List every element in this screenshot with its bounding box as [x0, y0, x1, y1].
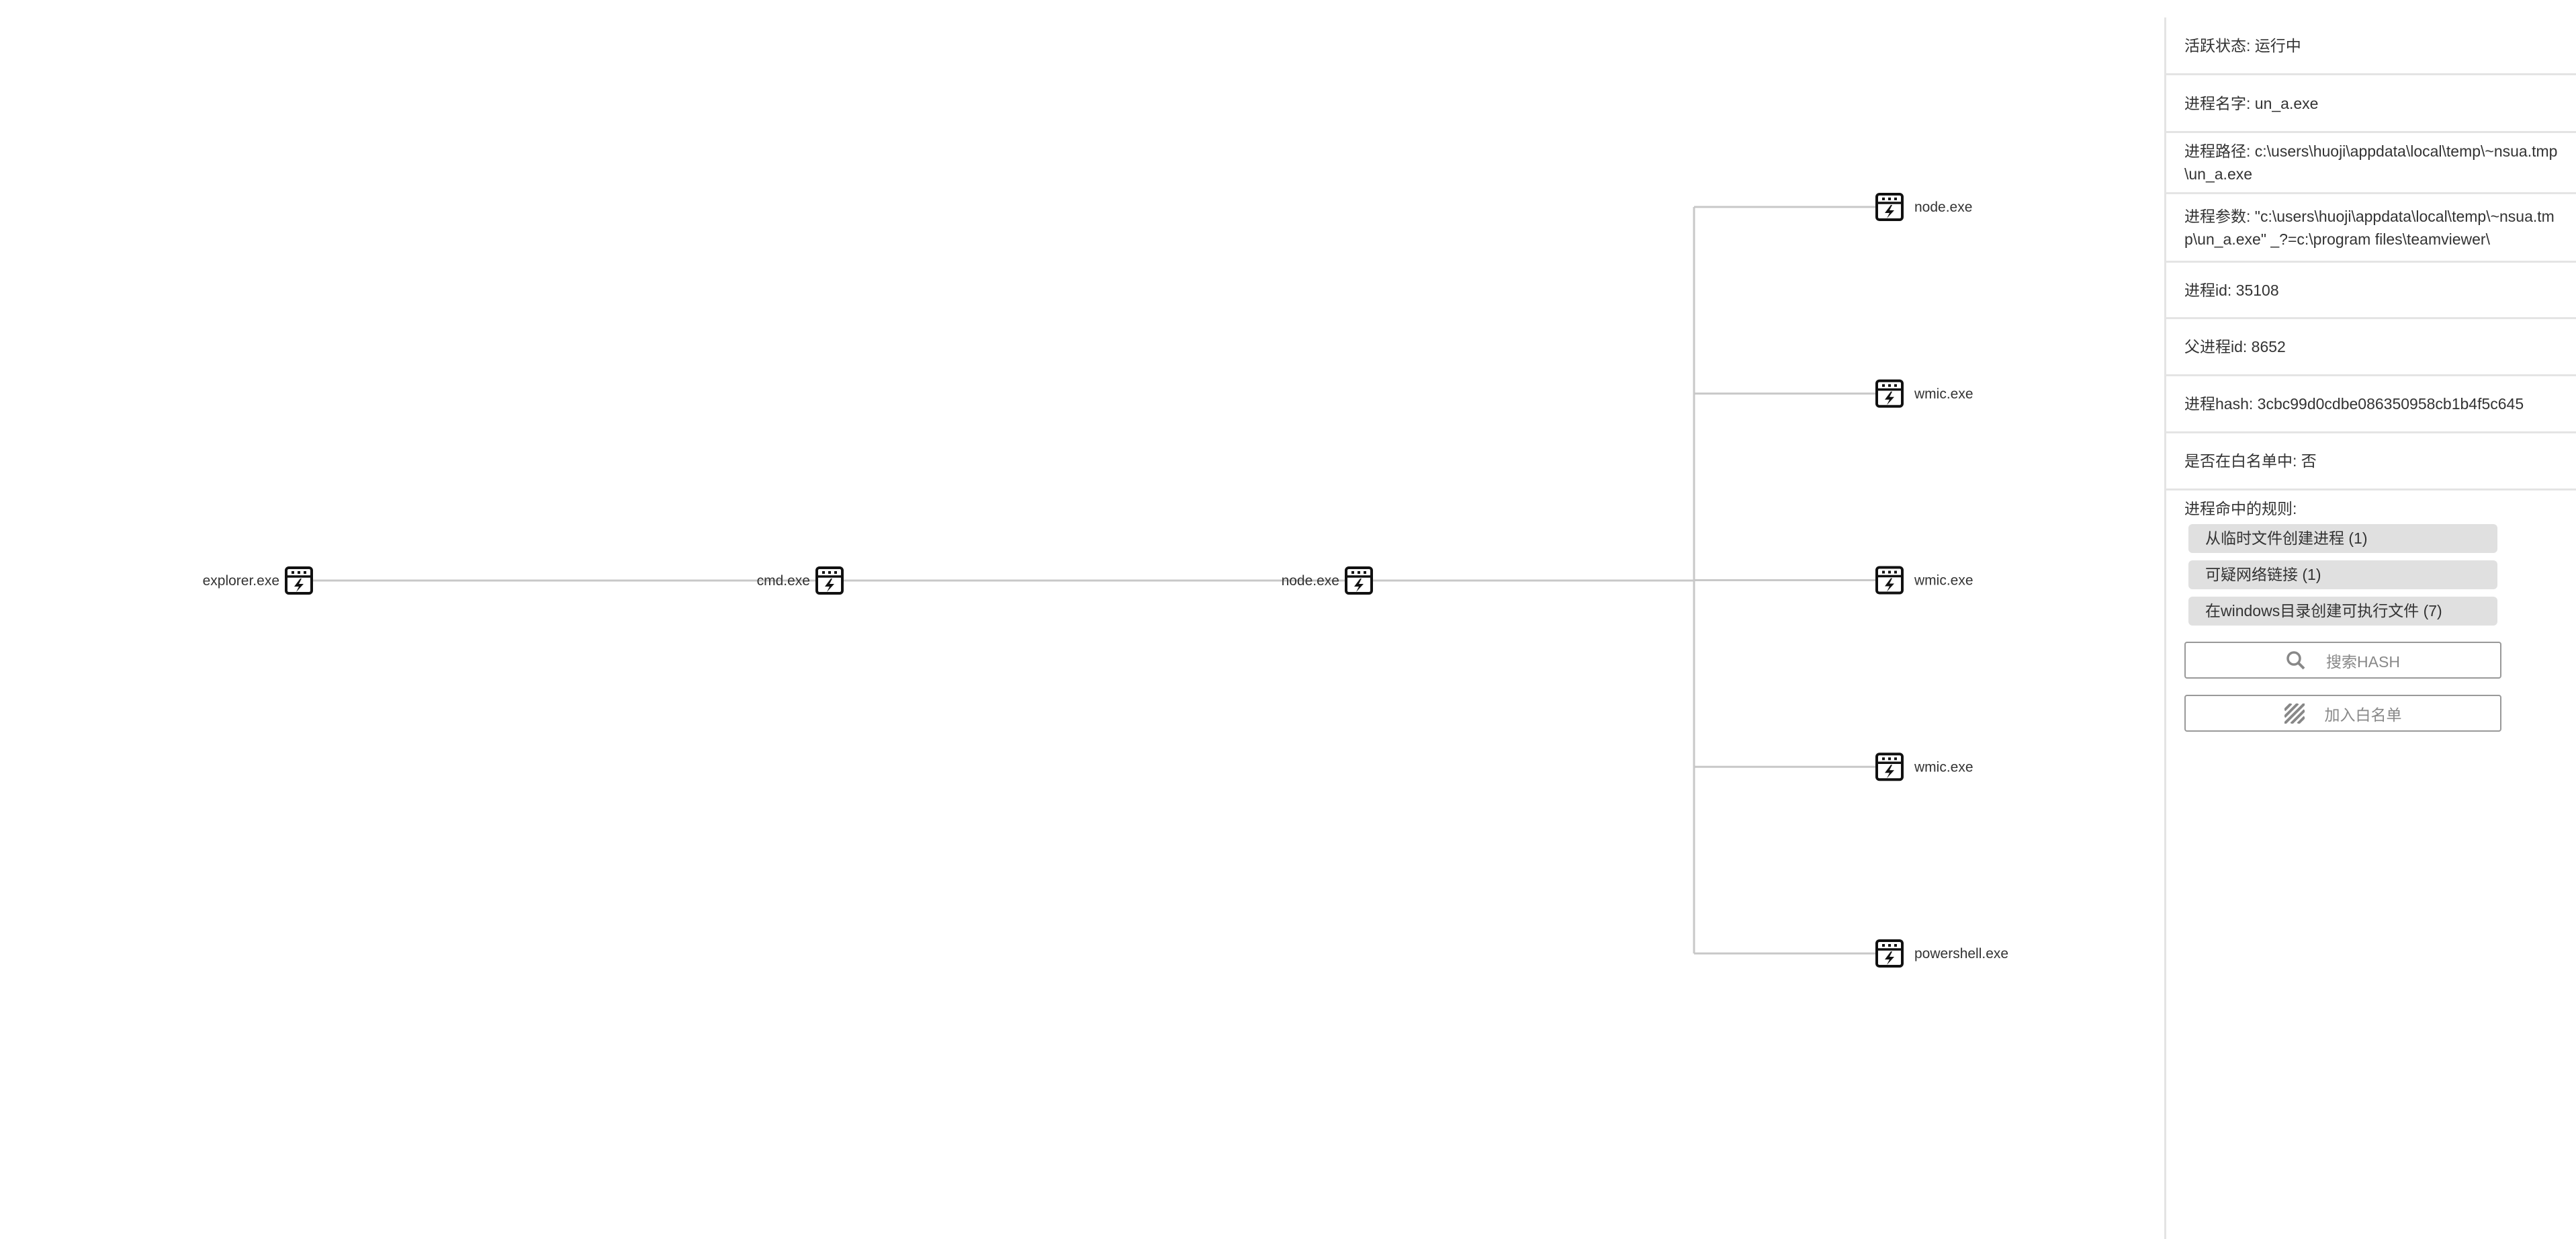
process-node[interactable]: cmd.exe [757, 566, 844, 595]
whitelist-status-field: 是否在白名单中: 否 [2166, 433, 2576, 490]
search-icon [2286, 650, 2305, 669]
process-label: powershell.exe [1914, 946, 2008, 962]
process-icon [1875, 753, 1904, 781]
process-node[interactable]: powershell.exe [1875, 939, 2008, 968]
process-path-field: 进程路径: c:\users\huoji\appdata\local\temp\… [2166, 133, 2576, 194]
matched-rules-title: 进程命中的规则: [2184, 500, 2297, 517]
add-whitelist-button[interactable]: 加入白名单 [2184, 695, 2501, 732]
process-icon [1875, 939, 1904, 968]
parent-process-id-field: 父进程id: 8652 [2166, 319, 2576, 376]
process-node[interactable]: wmic.exe [1875, 753, 1973, 781]
process-label: node.exe [1914, 200, 1972, 215]
process-icon [1875, 566, 1904, 595]
stripes-icon [2284, 703, 2305, 724]
process-icon [1345, 566, 1373, 595]
process-icon [815, 566, 844, 595]
process-hash-field: 进程hash: 3cbc99d0cdbe086350958cb1b4f5c645 [2166, 376, 2576, 433]
process-node[interactable]: explorer.exe [203, 566, 313, 595]
process-node[interactable]: wmic.exe [1875, 566, 1973, 595]
process-label: node.exe [1282, 573, 1339, 589]
process-args-field: 进程参数: "c:\users\huoji\appdata\local\temp… [2166, 194, 2576, 263]
process-label: wmic.exe [1914, 759, 1973, 775]
process-label: wmic.exe [1914, 386, 1973, 402]
process-icon [285, 566, 313, 595]
process-tree: explorer.exe cmd.exe node.exe node.exe wmic.… [203, 193, 2008, 968]
matched-rules: 进程命中的规则: 从临时文件创建进程 (1) 可疑网络链接 (1) 在windo… [2166, 490, 2576, 732]
process-node[interactable]: wmic.exe [1875, 379, 1973, 408]
rule-chip[interactable]: 从临时文件创建进程 (1) [2188, 524, 2497, 553]
process-icon [1875, 379, 1904, 408]
process-detail-panel: 活跃状态: 运行中 进程名字: un_a.exe 进程路径: c:\users\… [2164, 17, 2576, 1239]
process-icon [1875, 193, 1904, 221]
process-label: explorer.exe [203, 573, 279, 589]
search-hash-button[interactable]: 搜索HASH [2184, 642, 2501, 679]
process-id-field: 进程id: 35108 [2166, 263, 2576, 319]
search-hash-label: 搜索HASH [2326, 652, 2400, 671]
process-node[interactable]: node.exe [1875, 193, 1972, 221]
process-label: cmd.exe [757, 573, 810, 589]
process-node[interactable]: node.exe [1282, 566, 1373, 595]
add-whitelist-label: 加入白名单 [2324, 706, 2402, 724]
process-label: wmic.exe [1914, 573, 1973, 589]
rule-chip[interactable]: 可疑网络链接 (1) [2188, 560, 2497, 589]
status-field: 活跃状态: 运行中 [2166, 17, 2576, 75]
process-name-field: 进程名字: un_a.exe [2166, 75, 2576, 133]
rule-chip[interactable]: 在windows目录创建可执行文件 (7) [2188, 597, 2497, 626]
